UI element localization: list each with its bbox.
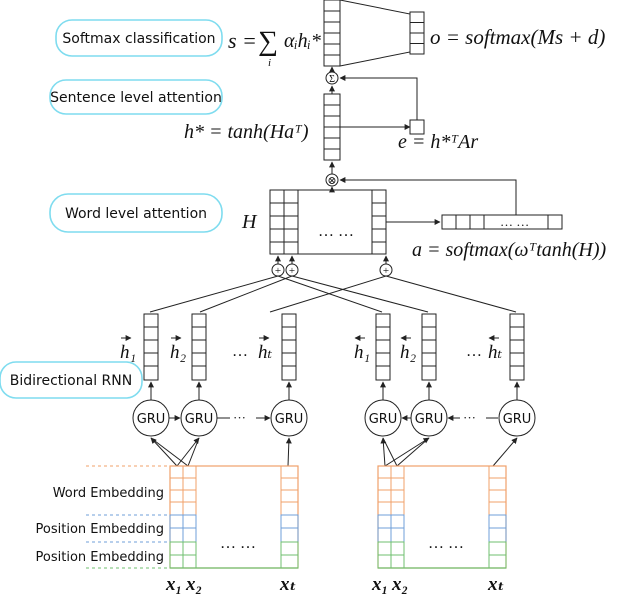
token-label-6: xₜ bbox=[487, 574, 505, 595]
gru-node: GRU bbox=[132, 399, 170, 437]
gru-node: GRU bbox=[498, 399, 536, 437]
a-vector bbox=[441, 214, 563, 230]
bidirectional-rnn-box: Bidirectional RNN bbox=[0, 361, 143, 399]
hidden-ellipses: … … bbox=[232, 343, 482, 360]
gru-label: GRU bbox=[137, 412, 166, 427]
hidden-labels: h₁ h₂ hₜ h₁ h₂ hₜ bbox=[120, 342, 503, 363]
gru-label: GRU bbox=[415, 412, 444, 427]
gru-ellipses: ··· ··· bbox=[233, 410, 476, 425]
hidden-label-5: h₂ bbox=[400, 342, 417, 363]
gru-label: GRU bbox=[503, 412, 532, 427]
word-level-attention-box: Word level attention bbox=[49, 193, 223, 233]
plus-node-3: + bbox=[383, 265, 389, 277]
token-label-4: x₁ bbox=[371, 574, 388, 595]
softmax-classification-box: Softmax classification bbox=[55, 19, 223, 57]
softmax-classification-label: Softmax classification bbox=[62, 31, 215, 47]
embedding-ellipsis-right: … … bbox=[428, 535, 464, 552]
position-embedding-label-1: Position Embedding bbox=[36, 522, 164, 537]
embedding-matrix-right bbox=[377, 465, 507, 569]
hidden-label-3: hₜ bbox=[258, 342, 273, 363]
hidden-label-1: h₁ bbox=[120, 342, 136, 363]
plus-node-1: + bbox=[275, 265, 281, 277]
embedding-ellipsis-left: … … bbox=[220, 535, 256, 552]
gru-label: GRU bbox=[369, 412, 398, 427]
gru-to-hidden-arrows bbox=[148, 381, 520, 400]
gru-label: GRU bbox=[185, 412, 214, 427]
gru-nodes: GRU GRU GRU GRU GRU GRU bbox=[132, 399, 536, 437]
position-embedding-label-2: Position Embedding bbox=[36, 550, 164, 565]
hidden-label-6: hₜ bbox=[488, 342, 503, 363]
gru-node: GRU bbox=[410, 399, 448, 437]
hidden-to-plus-lines bbox=[149, 275, 517, 313]
token-labels: x₁ x₂ xₜ x₁ x₂ xₜ bbox=[165, 574, 505, 595]
e-equation: e = h*ᵀAr bbox=[398, 131, 478, 153]
s-term: αᵢhᵢ* bbox=[284, 30, 321, 52]
h-label: H bbox=[241, 211, 258, 233]
h-matrix-ellipsis: … … bbox=[318, 223, 354, 240]
hidden-label-4: h₁ bbox=[354, 342, 370, 363]
a-equation: a = softmax(ωᵀtanh(H)) bbox=[412, 239, 607, 261]
gru-node: GRU bbox=[270, 399, 308, 437]
h-star-vector bbox=[323, 93, 341, 161]
sum-node-symbol: Σ bbox=[329, 74, 335, 85]
token-label-3: xₜ bbox=[279, 574, 297, 595]
hidden-ellipsis-2: … bbox=[466, 343, 482, 360]
s-vector bbox=[323, 0, 341, 67]
a-vector-ellipsis: … … bbox=[500, 214, 529, 229]
o-equation: o = softmax(Ms + d) bbox=[430, 25, 605, 49]
o-vector bbox=[409, 11, 425, 55]
word-level-attention-label: Word level attention bbox=[65, 206, 207, 222]
sum-symbol: ∑ bbox=[258, 26, 278, 57]
sentence-level-attention-label: Sentence level attention bbox=[50, 90, 222, 106]
s-equation: s = bbox=[228, 28, 257, 53]
hidden-ellipsis-1: … bbox=[232, 343, 248, 360]
hidden-vectors bbox=[143, 313, 525, 381]
softmax-projection bbox=[339, 0, 411, 67]
h-star-equation: h* = tanh(Haᵀ) bbox=[184, 121, 309, 143]
sentence-level-attention-box: Sentence level attention bbox=[49, 79, 223, 115]
gru-ellipsis-2: ··· bbox=[463, 410, 476, 425]
plus-node-2: + bbox=[289, 265, 295, 277]
token-label-5: x₂ bbox=[391, 574, 408, 595]
token-label-1: x₁ bbox=[165, 574, 182, 595]
bidirectional-rnn-label: Bidirectional RNN bbox=[10, 373, 132, 389]
plus-nodes: + + + bbox=[271, 263, 393, 277]
gru-node: GRU bbox=[364, 399, 402, 437]
embedding-matrix-left bbox=[169, 465, 299, 569]
gru-node: GRU bbox=[180, 399, 218, 437]
token-label-2: x₂ bbox=[185, 574, 202, 595]
embedding-guides bbox=[86, 465, 170, 569]
times-node-symbol: ⊗ bbox=[327, 175, 336, 187]
hidden-label-2: h₂ bbox=[170, 342, 187, 363]
embedding-to-gru-arrows bbox=[150, 437, 518, 467]
h-matrix bbox=[269, 189, 387, 255]
gru-label: GRU bbox=[275, 412, 304, 427]
sum-index: i bbox=[268, 57, 271, 69]
gru-ellipsis-1: ··· bbox=[233, 410, 246, 425]
word-embedding-label: Word Embedding bbox=[53, 486, 164, 501]
